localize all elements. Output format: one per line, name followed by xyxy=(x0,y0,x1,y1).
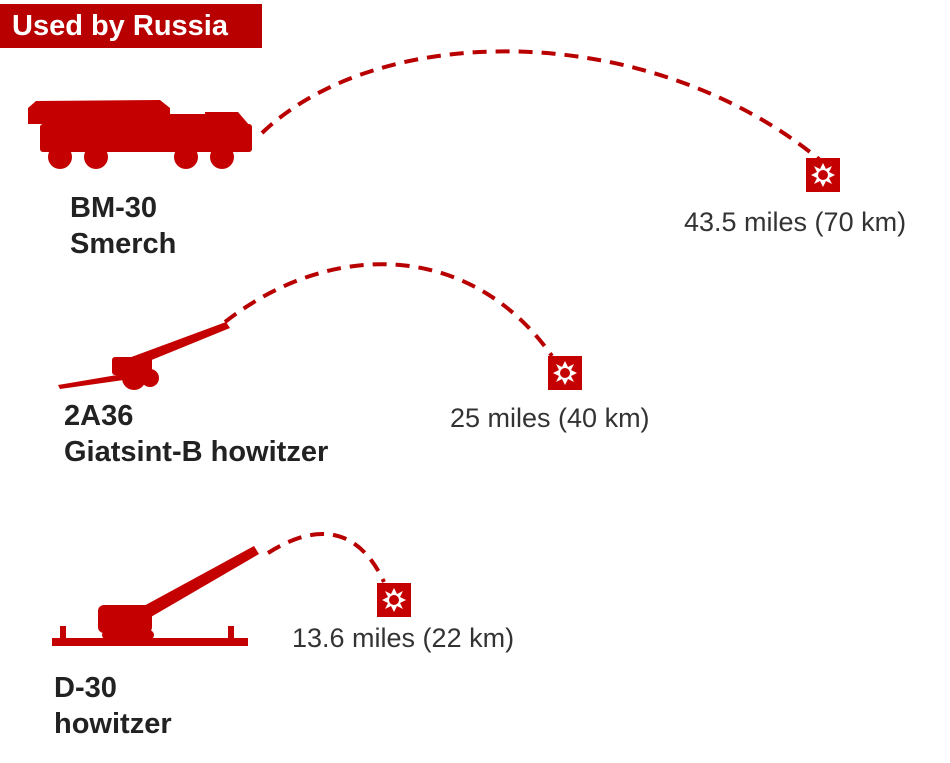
rocket-launcher-truck-icon xyxy=(28,100,252,169)
range-label-bm30: 43.5 miles (70 km) xyxy=(684,207,907,237)
weapon-name-d30: D-30 howitzer xyxy=(54,670,172,742)
howitzer-icon xyxy=(52,546,259,646)
impact-marker-d30 xyxy=(377,583,411,617)
range-label-2a36: 25 miles (40 km) xyxy=(450,403,650,433)
trajectory-2a36 xyxy=(223,262,554,358)
weapon-name-line2: howitzer xyxy=(54,708,172,740)
trajectory-bm30 xyxy=(260,49,822,162)
weapon-name-2a36: 2A36 Giatsint-B howitzer xyxy=(64,398,328,470)
trajectory-d30 xyxy=(266,531,386,583)
title-badge: Used by Russia xyxy=(0,4,262,48)
range-label-d30: 13.6 miles (22 km) xyxy=(292,623,515,653)
weapon-name-line1: BM-30 xyxy=(70,192,158,224)
weapon-name-bm30: BM-30 Smerch xyxy=(70,190,176,262)
weapon-name-line1: 2A36 xyxy=(64,400,134,432)
impact-marker-2a36 xyxy=(548,356,582,390)
impact-marker-bm30 xyxy=(806,158,840,192)
towed-gun-icon xyxy=(58,322,230,390)
weapon-name-line2: Giatsint-B howitzer xyxy=(64,436,329,468)
weapon-name-line2: Smerch xyxy=(70,228,177,260)
weapon-name-line1: D-30 xyxy=(54,672,117,704)
title-text: Used by Russia xyxy=(12,10,228,42)
